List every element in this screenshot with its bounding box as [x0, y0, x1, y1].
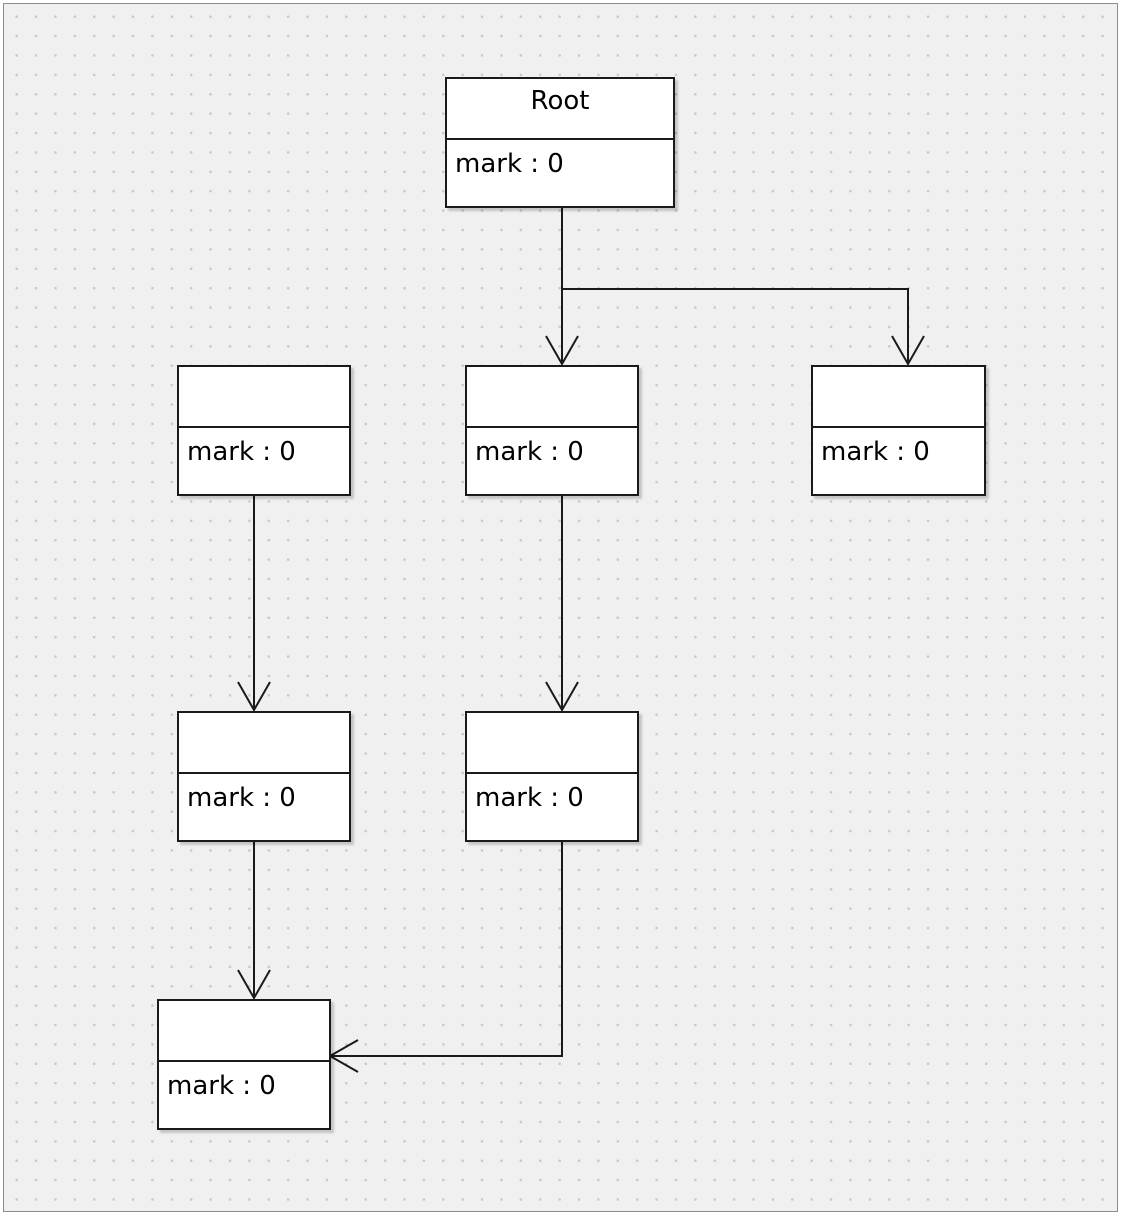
- class-node-name: Root: [447, 79, 673, 140]
- class-node-name: [467, 367, 637, 428]
- class-node-attribute: mark : 0: [187, 437, 296, 467]
- class-node-right-top[interactable]: mark : 0: [811, 365, 986, 496]
- class-node-name: [467, 713, 637, 774]
- edge-middle-middle-to-bottom: [330, 841, 563, 1057]
- class-node-attribute: mark : 0: [475, 437, 584, 467]
- class-node-attribute: mark : 0: [821, 437, 930, 467]
- class-node-name: [813, 367, 984, 428]
- class-node-attribute: mark : 0: [187, 783, 296, 813]
- class-node-name: [179, 713, 349, 774]
- arrowhead-left-middle: [237, 681, 271, 713]
- arrowhead-middle-middle: [545, 681, 579, 713]
- class-node-name: [159, 1001, 329, 1062]
- class-node-name: [179, 367, 349, 428]
- class-node-attribute: mark : 0: [455, 149, 564, 179]
- class-node-middle-middle[interactable]: mark : 0: [465, 711, 639, 842]
- class-node-attribute: mark : 0: [167, 1071, 276, 1101]
- class-node-attribute: mark : 0: [475, 783, 584, 813]
- arrowhead-right-top: [891, 335, 925, 367]
- arrowhead-middle-top: [545, 335, 579, 367]
- class-node-root[interactable]: Root mark : 0: [445, 77, 675, 208]
- class-node-left-top[interactable]: mark : 0: [177, 365, 351, 496]
- edge-root-to-right-top: [562, 288, 909, 364]
- arrowhead-bottom-top: [237, 969, 271, 1001]
- class-node-left-middle[interactable]: mark : 0: [177, 711, 351, 842]
- class-node-bottom[interactable]: mark : 0: [157, 999, 331, 1130]
- class-node-middle-top[interactable]: mark : 0: [465, 365, 639, 496]
